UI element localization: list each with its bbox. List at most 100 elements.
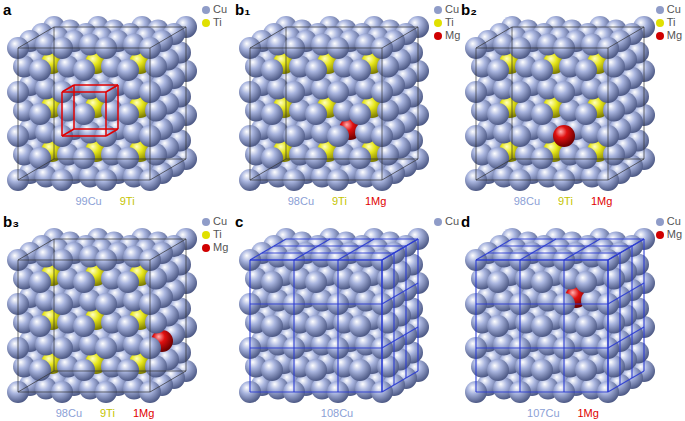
cell-grid-line [476,347,608,348]
cell-grid-line [338,239,374,260]
legend-row: Cu [656,215,682,228]
legend-swatch [656,231,664,239]
atom-sphere [553,125,575,147]
unit-cell-box [62,135,106,137]
supercell-edge [186,27,187,159]
cell-grid-line [417,239,418,371]
atom-lattice [7,16,655,403]
supercell-edge [150,48,151,180]
composition-label: 9Ti [557,195,574,208]
legend-row: Cu [434,215,459,228]
supercell-edge [644,27,645,159]
composition-label: 98Cu [287,195,315,208]
legend-text: Ti [213,228,222,241]
atom-sphere [261,315,283,337]
cell-grid-line [393,253,394,385]
panel-label: a [3,1,11,18]
supercell-edge [18,48,19,180]
supercell-edge [150,371,186,392]
cell-grid-line [381,260,382,392]
cell-grid-line [488,252,620,253]
cell-grid-line [476,303,608,304]
supercell-edge [250,48,382,49]
composition-label: 108Cu [320,407,354,420]
legend-row: Ti [202,228,228,241]
legend: CuTi [202,3,227,29]
cell-grid-line [250,303,382,304]
legend-row: Mg [656,29,682,42]
supercell-edge [250,27,286,48]
legend-swatch [656,6,664,14]
cell-grid-line [607,260,608,392]
supercell-edge [512,27,513,159]
cell-grid-line [608,283,644,304]
atom-sphere [95,293,117,315]
atom-sphere [73,271,95,293]
legend-row: Mg [202,241,228,254]
legend: CuTiMg [434,3,460,42]
legend-row: Ti [434,16,460,29]
atom-sphere [29,147,51,169]
atom-sphere [305,103,327,125]
cell-grid-line [519,260,520,392]
composition-label: 1Mg [364,195,387,208]
cell-grid-line [250,259,382,260]
cell-grid-line [608,239,644,260]
legend-text: Cu [667,3,681,16]
atom-sphere [531,59,553,81]
cell-grid-line [608,327,644,348]
cell-grid-line [476,259,608,260]
atom-sphere [531,147,553,169]
atom-sphere [531,103,553,125]
cell-grid-line [405,246,406,378]
atom-sphere [575,147,597,169]
supercell-edge [476,27,512,48]
legend-row: Cu [202,215,228,228]
supercell-edge [18,180,150,181]
atom-sphere [261,147,283,169]
atom-sphere [327,81,349,103]
composition-label: 1Mg [132,407,155,420]
cell-grid-line [500,245,632,246]
atom-sphere [117,147,139,169]
supercell-edge [54,371,186,372]
atom-sphere [487,271,509,293]
panel-label: b₁ [235,1,250,18]
cell-grid-line [607,260,608,392]
atom-sphere [575,103,597,125]
supercell-edge [476,48,608,49]
legend-text: Cu [445,3,459,16]
atom-sphere [575,59,597,81]
cell-grid-line [382,327,418,348]
supercell-edge [150,239,186,260]
cell-grid-line [381,260,382,392]
cell-grid-line [382,239,418,260]
legend-swatch [202,6,210,14]
supercell-edge [150,260,151,392]
legend-swatch [434,218,442,226]
atom-sphere [305,147,327,169]
legend-text: Mg [445,29,460,42]
atom-sphere [117,315,139,337]
cell-grid-line [520,239,556,260]
cell-grid-line [563,260,564,392]
supercell-edge [250,48,251,180]
composition-row: 98Cu9Ti1Mg [488,195,638,208]
unit-cell-box [74,84,118,86]
supercell-edge [54,239,55,371]
atom-sphere [487,147,509,169]
supercell-edge [54,27,55,159]
supercell-edge [476,159,512,180]
unit-cell-box [62,91,106,93]
legend-text: Ti [213,16,222,29]
supercell-edge [286,27,418,28]
cell-grid-line [382,239,418,260]
legend-swatch [656,19,664,27]
cell-grid-line [286,238,418,239]
supercell-edge [608,159,644,180]
atom-sphere [305,315,327,337]
cell-grid-line [631,246,632,378]
legend-swatch [656,218,664,226]
cell-grid-line [250,239,286,260]
atom-sphere [349,59,371,81]
